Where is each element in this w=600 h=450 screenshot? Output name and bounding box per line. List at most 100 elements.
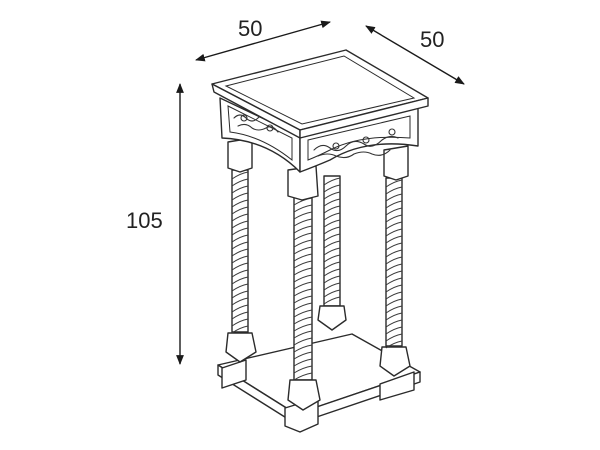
rope-twist [231, 297, 249, 306]
rope-twist [385, 228, 403, 237]
rope-twist [385, 326, 403, 335]
rope-twist [323, 296, 341, 305]
rope-twist [293, 365, 313, 374]
rope-twist [293, 204, 313, 213]
rope-twist [385, 340, 403, 349]
rope-twist [293, 344, 313, 353]
rope-twist [385, 200, 403, 209]
rope-twist [231, 241, 249, 250]
rope-twist [323, 233, 341, 242]
rope-twist [385, 235, 403, 244]
rope-twist [385, 179, 403, 188]
rope-twist [385, 312, 403, 321]
rope-twist [231, 276, 249, 285]
rope-twist [323, 191, 341, 200]
rope-twist [385, 242, 403, 251]
rope-twist [323, 282, 341, 291]
rope-twist [231, 220, 249, 229]
rope-twist [231, 213, 249, 222]
rope-twist [323, 261, 341, 270]
rope-twist [385, 298, 403, 307]
rope-twist [323, 226, 341, 235]
rope-twist [293, 246, 313, 255]
rope-twist [323, 212, 341, 221]
rope-twist [231, 255, 249, 264]
rope-twist [293, 323, 313, 332]
rope-twist [385, 193, 403, 202]
rope-twist [385, 284, 403, 293]
rope-twist [231, 311, 249, 320]
rope-twist [323, 219, 341, 228]
rope-twist [293, 351, 313, 360]
rope-twist [293, 288, 313, 297]
rope-twist [231, 325, 249, 334]
rope-twist [323, 205, 341, 214]
rope-twist [231, 171, 249, 180]
rope-twist [293, 316, 313, 325]
rope-twist [323, 268, 341, 277]
rope-twist [323, 177, 341, 186]
rope-twist [323, 184, 341, 193]
rope-twist [231, 318, 249, 327]
width-label: 50 [238, 16, 262, 41]
rope-twist [323, 289, 341, 298]
rope-twist [385, 207, 403, 216]
depth-dimension: 50 [365, 25, 465, 85]
rope-twist [385, 221, 403, 230]
rope-twist [323, 198, 341, 207]
height-label: 105 [126, 208, 163, 233]
rope-twist [323, 247, 341, 256]
rope-twist [293, 337, 313, 346]
rope-twist [385, 256, 403, 265]
rope-twist [231, 178, 249, 187]
rope-twist [231, 269, 249, 278]
base-platform [217, 333, 421, 433]
rope-twist [385, 214, 403, 223]
rope-twist [385, 291, 403, 300]
rope-twist [385, 270, 403, 279]
rope-twist [385, 333, 403, 342]
leg-back [317, 175, 347, 331]
rope-twist [293, 295, 313, 304]
rope-twist [323, 240, 341, 249]
rope-twist [231, 199, 249, 208]
rope-twist [231, 192, 249, 201]
leg-front-center [287, 195, 321, 411]
rope-twist [385, 249, 403, 258]
rope-twist [293, 358, 313, 367]
rope-twist [293, 211, 313, 220]
rope-twist [231, 185, 249, 194]
rope-twist [293, 239, 313, 248]
leg-front-left [225, 169, 257, 363]
depth-label: 50 [420, 27, 444, 52]
rope-twist [293, 232, 313, 241]
rope-twist [231, 262, 249, 271]
height-dimension: 105 [126, 83, 184, 365]
apron [219, 97, 419, 173]
rope-twist [293, 225, 313, 234]
rope-twist [293, 302, 313, 311]
rope-twist [385, 277, 403, 286]
rope-twist [385, 186, 403, 195]
rope-twist [385, 319, 403, 328]
rope-twist [385, 305, 403, 314]
rope-twist [231, 304, 249, 313]
rope-twist [231, 206, 249, 215]
rope-twist [323, 254, 341, 263]
rope-twist [293, 253, 313, 262]
rope-twist [293, 274, 313, 283]
rope-twist [231, 234, 249, 243]
rope-twist [293, 309, 313, 318]
rope-twist [231, 283, 249, 292]
rope-twist [231, 290, 249, 299]
rope-twist [293, 218, 313, 227]
rope-twist [293, 281, 313, 290]
leg-front-right [379, 177, 411, 377]
top-slab [211, 49, 429, 139]
rope-twist [323, 275, 341, 284]
rope-twist [231, 227, 249, 236]
rope-twist [293, 372, 313, 381]
rope-twist [231, 248, 249, 257]
rope-twist [293, 330, 313, 339]
